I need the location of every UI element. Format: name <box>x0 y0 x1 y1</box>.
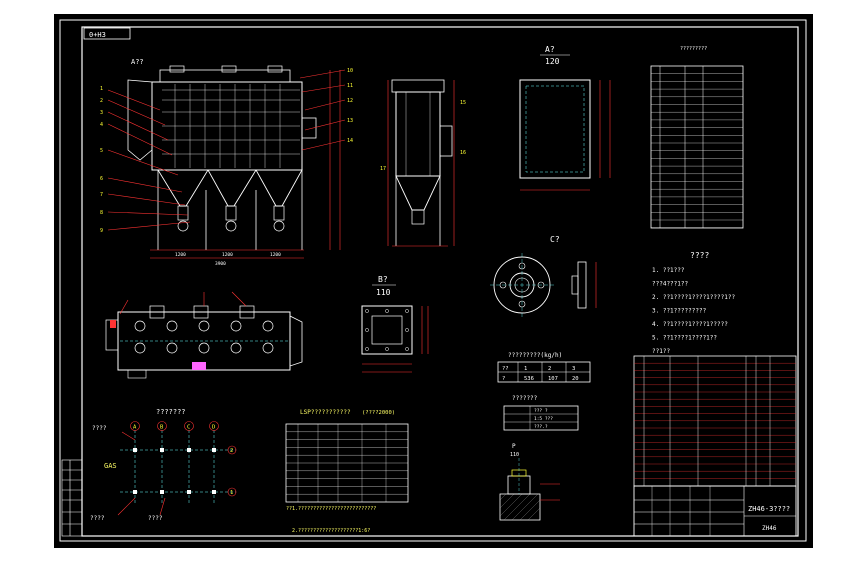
axis-label: C <box>187 425 190 431</box>
bill-of-materials <box>633 355 797 487</box>
svg-text:3: 3 <box>100 110 103 116</box>
svg-text:9: 9 <box>100 228 103 234</box>
svg-text:15: 15 <box>460 100 466 106</box>
svg-text:3900: 3900 <box>215 261 226 267</box>
small-table-title: ??????? <box>512 395 538 402</box>
svg-text:11: 11 <box>347 83 353 89</box>
tech-note: 5. ??1????1????1?? <box>652 335 717 342</box>
foundation-plan: ??????? A B C D 2 1 GAS ???? ???? ???? <box>90 408 237 522</box>
svg-text:5: 5 <box>100 148 103 154</box>
view-c-title: C? <box>550 235 560 244</box>
inner-frame <box>81 26 799 537</box>
parameter-table: ????????? <box>650 46 744 229</box>
svg-text:8: 8 <box>100 210 103 216</box>
plan-callout-3: ???? <box>148 515 163 522</box>
lsp-note-1: ??1.?????????????????????????? <box>286 506 376 512</box>
lsp-table: LSP??????????? (????2000) ??1.??????????… <box>285 409 409 534</box>
axis-bubble <box>130 421 140 431</box>
weight-table: ?????????(kg/h) ?? 1 2 3? 536 107 20 <box>497 352 591 383</box>
tech-note: ??1?? <box>652 348 670 355</box>
param-title: ????????? <box>680 46 707 52</box>
svg-text:1: 1 <box>100 86 103 92</box>
svg-text:1200: 1200 <box>175 252 186 258</box>
front-view: A?? <box>100 58 353 267</box>
small-table-row-2: 1:5 ??? <box>534 416 553 422</box>
weight-value-cell: 20 <box>572 376 579 382</box>
view-p-scale: 110 <box>510 452 519 458</box>
outer-frame <box>59 19 807 542</box>
svg-text:12: 12 <box>347 98 353 104</box>
tech-note: 3. ??1????????? <box>652 308 707 315</box>
weight-header-cell: ?? <box>502 366 509 372</box>
weight-value-cell: ? <box>502 376 505 382</box>
view-a-scale: 120 <box>545 57 560 66</box>
svg-text:10: 10 <box>347 68 353 74</box>
weight-header-cell: 2 <box>548 366 551 372</box>
section-a-label: A?? <box>131 58 144 66</box>
svg-text:4: 4 <box>100 122 103 128</box>
stamp-box: 0+H3 <box>83 27 131 40</box>
view-p: P 110 <box>499 443 560 521</box>
view-a: A? 120 <box>519 45 611 191</box>
svg-text:14: 14 <box>347 138 353 144</box>
svg-text:1200: 1200 <box>270 252 281 258</box>
gas-label: GAS <box>104 462 117 470</box>
axis-bubble <box>157 421 167 431</box>
tech-note: ???4???1?? <box>652 281 689 288</box>
lsp-sub: (????2000) <box>362 410 395 416</box>
view-b-scale: 110 <box>376 288 391 297</box>
axis-side-label: 1 <box>230 490 233 496</box>
title-block: ZH46-3???? ZH46 <box>633 485 797 537</box>
svg-text:16: 16 <box>460 150 466 156</box>
side-view: 15 16 17 <box>380 79 466 247</box>
plan-callout-2: ???? <box>90 515 105 522</box>
axis-bubble <box>184 421 194 431</box>
weight-value-cell: 107 <box>548 376 558 382</box>
axis-label: B <box>160 425 164 431</box>
small-table-row-1: ??? ? <box>534 408 548 414</box>
view-a-title: A? <box>545 45 555 54</box>
stamp-text: 0+H3 <box>89 31 106 39</box>
view-c: C? <box>490 235 597 317</box>
axis-side-label: 2 <box>230 448 233 454</box>
tech-title: ???? <box>690 251 709 260</box>
plan-callout-1: ???? <box>92 425 107 432</box>
weight-title: ?????????(kg/h) <box>508 352 562 359</box>
margin-table <box>61 459 83 537</box>
view-b-title: B? <box>378 275 388 284</box>
svg-text:17: 17 <box>380 166 386 172</box>
axis-label: D <box>212 425 215 431</box>
lsp-note-2: 2.????????????????????1:6? <box>292 528 370 534</box>
tech-note: 4. ??1????1????1????? <box>652 321 728 328</box>
block-title: ZH46-3???? <box>748 505 790 513</box>
drawing-background <box>54 14 813 548</box>
svg-text:7: 7 <box>100 192 103 198</box>
weight-header-cell: 3 <box>572 366 575 372</box>
svg-text:2: 2 <box>100 98 103 104</box>
small-table-row-3: ???.? <box>534 424 548 430</box>
plan-title: ??????? <box>156 408 186 416</box>
technical-notes: ???? 1. ??1??? ???4???1?? 2. ??1????1????… <box>652 251 735 355</box>
plan-view <box>105 291 303 379</box>
svg-text:6: 6 <box>100 176 103 182</box>
axis-bubble <box>209 421 219 431</box>
lsp-title: LSP??????????? <box>300 409 351 416</box>
view-b: B? 110 <box>361 275 429 373</box>
tech-note: 2. ??1????1????1????1?? <box>652 294 735 301</box>
block-code: ZH46 <box>762 525 777 532</box>
weight-header-cell: 1 <box>524 366 527 372</box>
small-table: ??????? ??? ? 1:5 ??? ???.? <box>503 395 579 431</box>
weight-value-cell: 536 <box>524 376 534 382</box>
motor-marker <box>192 362 206 370</box>
svg-text:1200: 1200 <box>222 252 233 258</box>
tech-note: 1. ??1??? <box>652 267 685 274</box>
axis-label: A <box>133 425 137 431</box>
svg-text:13: 13 <box>347 118 353 124</box>
view-p-title: P <box>512 443 516 450</box>
